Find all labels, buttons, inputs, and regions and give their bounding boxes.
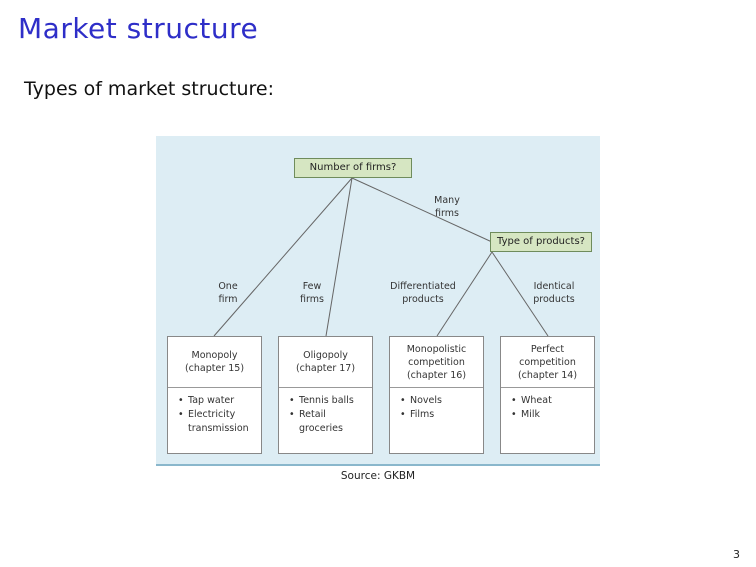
list-item: • Retail groceries [289, 408, 372, 436]
list-item: • Novels [400, 394, 483, 408]
bullet-icon: • [400, 409, 406, 420]
market-chapter: (chapter 17) [295, 363, 356, 374]
bullet-icon: • [400, 395, 406, 406]
monopoly-box: Monopoly (chapter 15) • Tap water • Electr… [167, 336, 262, 454]
label-one-firm: One firm [218, 281, 238, 305]
bullet-icon: • [289, 409, 295, 420]
bullet-icon: • [511, 409, 517, 420]
connector-lines [213, 177, 549, 337]
page-number: 3 [733, 548, 740, 561]
label-many-firms: Many firms [434, 195, 460, 219]
list-item: • Electricity transmission [178, 408, 261, 436]
example-text: Films [410, 409, 435, 420]
source-caption: Source: GKBM [340, 470, 416, 482]
example-text: Electricity transmission [188, 409, 249, 434]
example-text: Wheat [521, 395, 552, 406]
edge-root-oligopoly [325, 177, 353, 337]
market-name: Perfect competition [519, 343, 576, 368]
list-item: • Tennis balls [289, 394, 372, 408]
market-chapter: (chapter 16) [406, 369, 467, 381]
number-of-firms-node: Number of firms? [294, 158, 412, 178]
label-differentiated-products: Differentiated products [390, 281, 456, 305]
bullet-icon: • [289, 395, 295, 406]
market-name: Monopoly [191, 350, 238, 361]
perfect-competition-box: Perfect competition (chapter 14) • Wheat … [500, 336, 595, 454]
edge-products-monopolistic [436, 251, 493, 337]
bullet-icon: • [178, 409, 184, 420]
bullet-icon: • [178, 395, 184, 406]
label-identical-products: Identical products [533, 281, 575, 305]
market-structure-diagram: Number of firms? Type of products? One f… [156, 136, 600, 466]
list-item: • Milk [511, 408, 594, 422]
edge-root-products [351, 177, 493, 243]
list-item: • Tap water [178, 394, 261, 408]
market-examples: • Tennis balls • Retail groceries [279, 388, 372, 436]
type-of-products-node: Type of products? [490, 232, 592, 252]
monopolistic-competition-box: Monopolistic competition (chapter 16) • N… [389, 336, 484, 454]
oligopoly-box: Oligopoly (chapter 17) • Tennis balls • Re… [278, 336, 373, 454]
market-heading: Oligopoly (chapter 17) [279, 337, 372, 388]
market-examples: • Novels • Films [390, 388, 483, 422]
market-heading: Perfect competition (chapter 14) [501, 337, 594, 388]
example-text: Tennis balls [299, 395, 354, 406]
list-item: • Wheat [511, 394, 594, 408]
example-text: Milk [521, 409, 540, 420]
market-examples: • Wheat • Milk [501, 388, 594, 422]
example-text: Novels [410, 395, 442, 406]
market-heading: Monopolistic competition (chapter 16) [390, 337, 483, 388]
market-heading: Monopoly (chapter 15) [168, 337, 261, 388]
bullet-icon: • [511, 395, 517, 406]
list-item: • Films [400, 408, 483, 422]
market-name: Monopolistic competition [406, 343, 467, 368]
example-text: Tap water [188, 395, 235, 406]
market-examples: • Tap water • Electricity transmission [168, 388, 261, 436]
edge-products-perfect [491, 251, 549, 337]
edge-root-monopoly [213, 177, 353, 337]
slide-title: Market structure [18, 12, 259, 45]
market-name: Oligopoly [303, 350, 348, 361]
market-chapter: (chapter 14) [517, 369, 578, 381]
market-chapter: (chapter 15) [184, 363, 245, 374]
example-text: Retail groceries [299, 409, 343, 434]
slide-subtitle: Types of market structure: [24, 78, 275, 100]
label-few-firms: Few firms [300, 281, 324, 305]
